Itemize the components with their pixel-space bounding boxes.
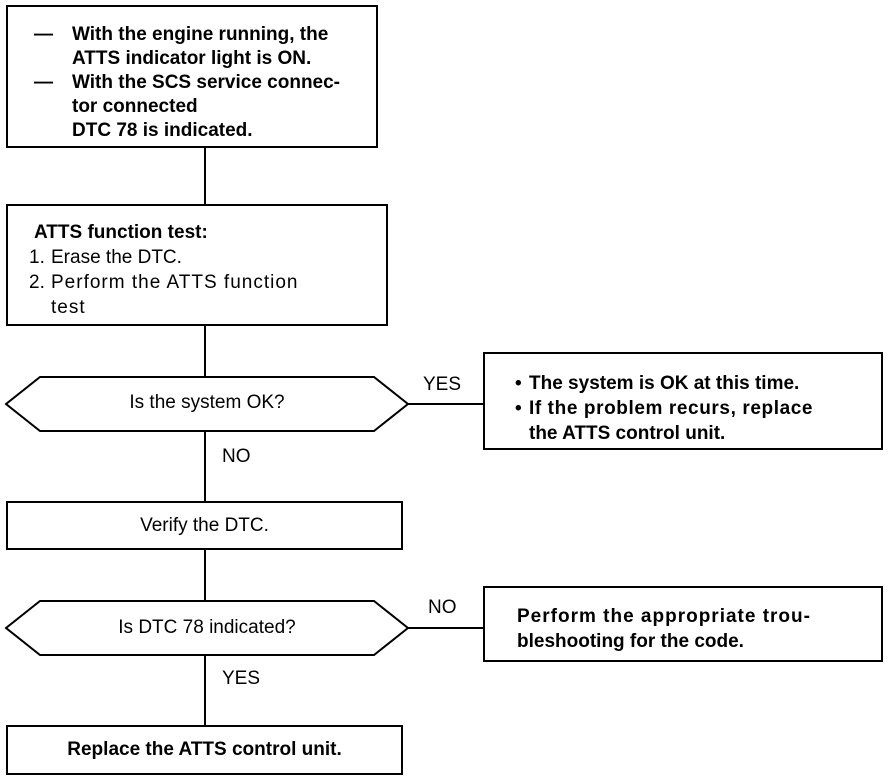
dash-glyph: — bbox=[34, 24, 53, 45]
verify-dtc-box: Verify the DTC. bbox=[6, 501, 403, 550]
start-condition-box: — With the engine running, the ATTS indi… bbox=[6, 5, 378, 148]
function-test-step-2: 2. Perform the ATTS function test bbox=[29, 270, 376, 320]
connector-line bbox=[204, 326, 206, 378]
function-test-box: ATTS function test: 1. Erase the DTC. 2.… bbox=[6, 204, 388, 326]
start-line-5: DTC 78 is indicated. bbox=[72, 120, 253, 141]
troubleshooting-line-1: Perform the appropriate trou- bbox=[517, 606, 811, 627]
connector-line bbox=[204, 550, 206, 602]
step-text: test bbox=[51, 297, 86, 318]
decision-system-ok: Is the system OK? bbox=[4, 376, 410, 432]
start-line-1: With the engine running, the bbox=[72, 24, 329, 45]
bullet-glyph: • bbox=[515, 398, 522, 419]
troubleshooting-line-2: bleshooting for the code. bbox=[517, 631, 744, 652]
dash-glyph: — bbox=[34, 72, 53, 93]
connector-line bbox=[408, 627, 484, 629]
start-line-2: ATTS indicator light is ON. bbox=[72, 48, 312, 69]
ok-item-2: • If the problem recurs, replace the ATT… bbox=[515, 396, 873, 446]
verify-dtc-text: Verify the DTC. bbox=[140, 515, 269, 536]
yes-label: YES bbox=[423, 374, 462, 395]
ok-line-1: The system is OK at this time. bbox=[529, 373, 800, 394]
ok-line-3: the ATTS control unit. bbox=[529, 423, 726, 444]
step-number: 1. bbox=[29, 247, 45, 268]
replace-unit-text: Replace the ATTS control unit. bbox=[67, 739, 342, 760]
ok-item-1: • The system is OK at this time. bbox=[515, 371, 873, 396]
start-condition-item-1: — With the engine running, the ATTS indi… bbox=[34, 23, 366, 71]
decision-question: Is the system OK? bbox=[129, 392, 285, 413]
system-ok-box: • The system is OK at this time. • If th… bbox=[483, 352, 883, 450]
step-number: 2. bbox=[29, 272, 45, 293]
decision-question: Is DTC 78 indicated? bbox=[118, 617, 296, 638]
no-label: NO bbox=[222, 446, 251, 467]
no-label: NO bbox=[428, 597, 457, 618]
connector-line bbox=[204, 656, 206, 726]
step-text: Perform the ATTS function bbox=[51, 272, 299, 293]
ok-line-2: If the problem recurs, replace bbox=[529, 398, 814, 419]
replace-unit-box: Replace the ATTS control unit. bbox=[6, 725, 403, 775]
step-text: Erase the DTC. bbox=[51, 247, 182, 268]
function-test-step-1: 1. Erase the DTC. bbox=[29, 245, 376, 270]
connector-line bbox=[408, 403, 484, 405]
function-test-title: ATTS function test: bbox=[34, 222, 208, 243]
connector-line bbox=[204, 148, 206, 205]
decision-dtc-indicated: Is DTC 78 indicated? bbox=[4, 600, 410, 656]
connector-line bbox=[204, 432, 206, 502]
start-line-4: tor connected bbox=[72, 96, 198, 117]
start-line-3: With the SCS service connec- bbox=[72, 72, 341, 93]
troubleshooting-box: Perform the appropriate trou- bleshootin… bbox=[483, 586, 883, 662]
yes-label: YES bbox=[222, 668, 261, 689]
start-condition-item-2: — With the SCS service connec- tor conne… bbox=[34, 71, 366, 143]
bullet-glyph: • bbox=[515, 373, 522, 394]
